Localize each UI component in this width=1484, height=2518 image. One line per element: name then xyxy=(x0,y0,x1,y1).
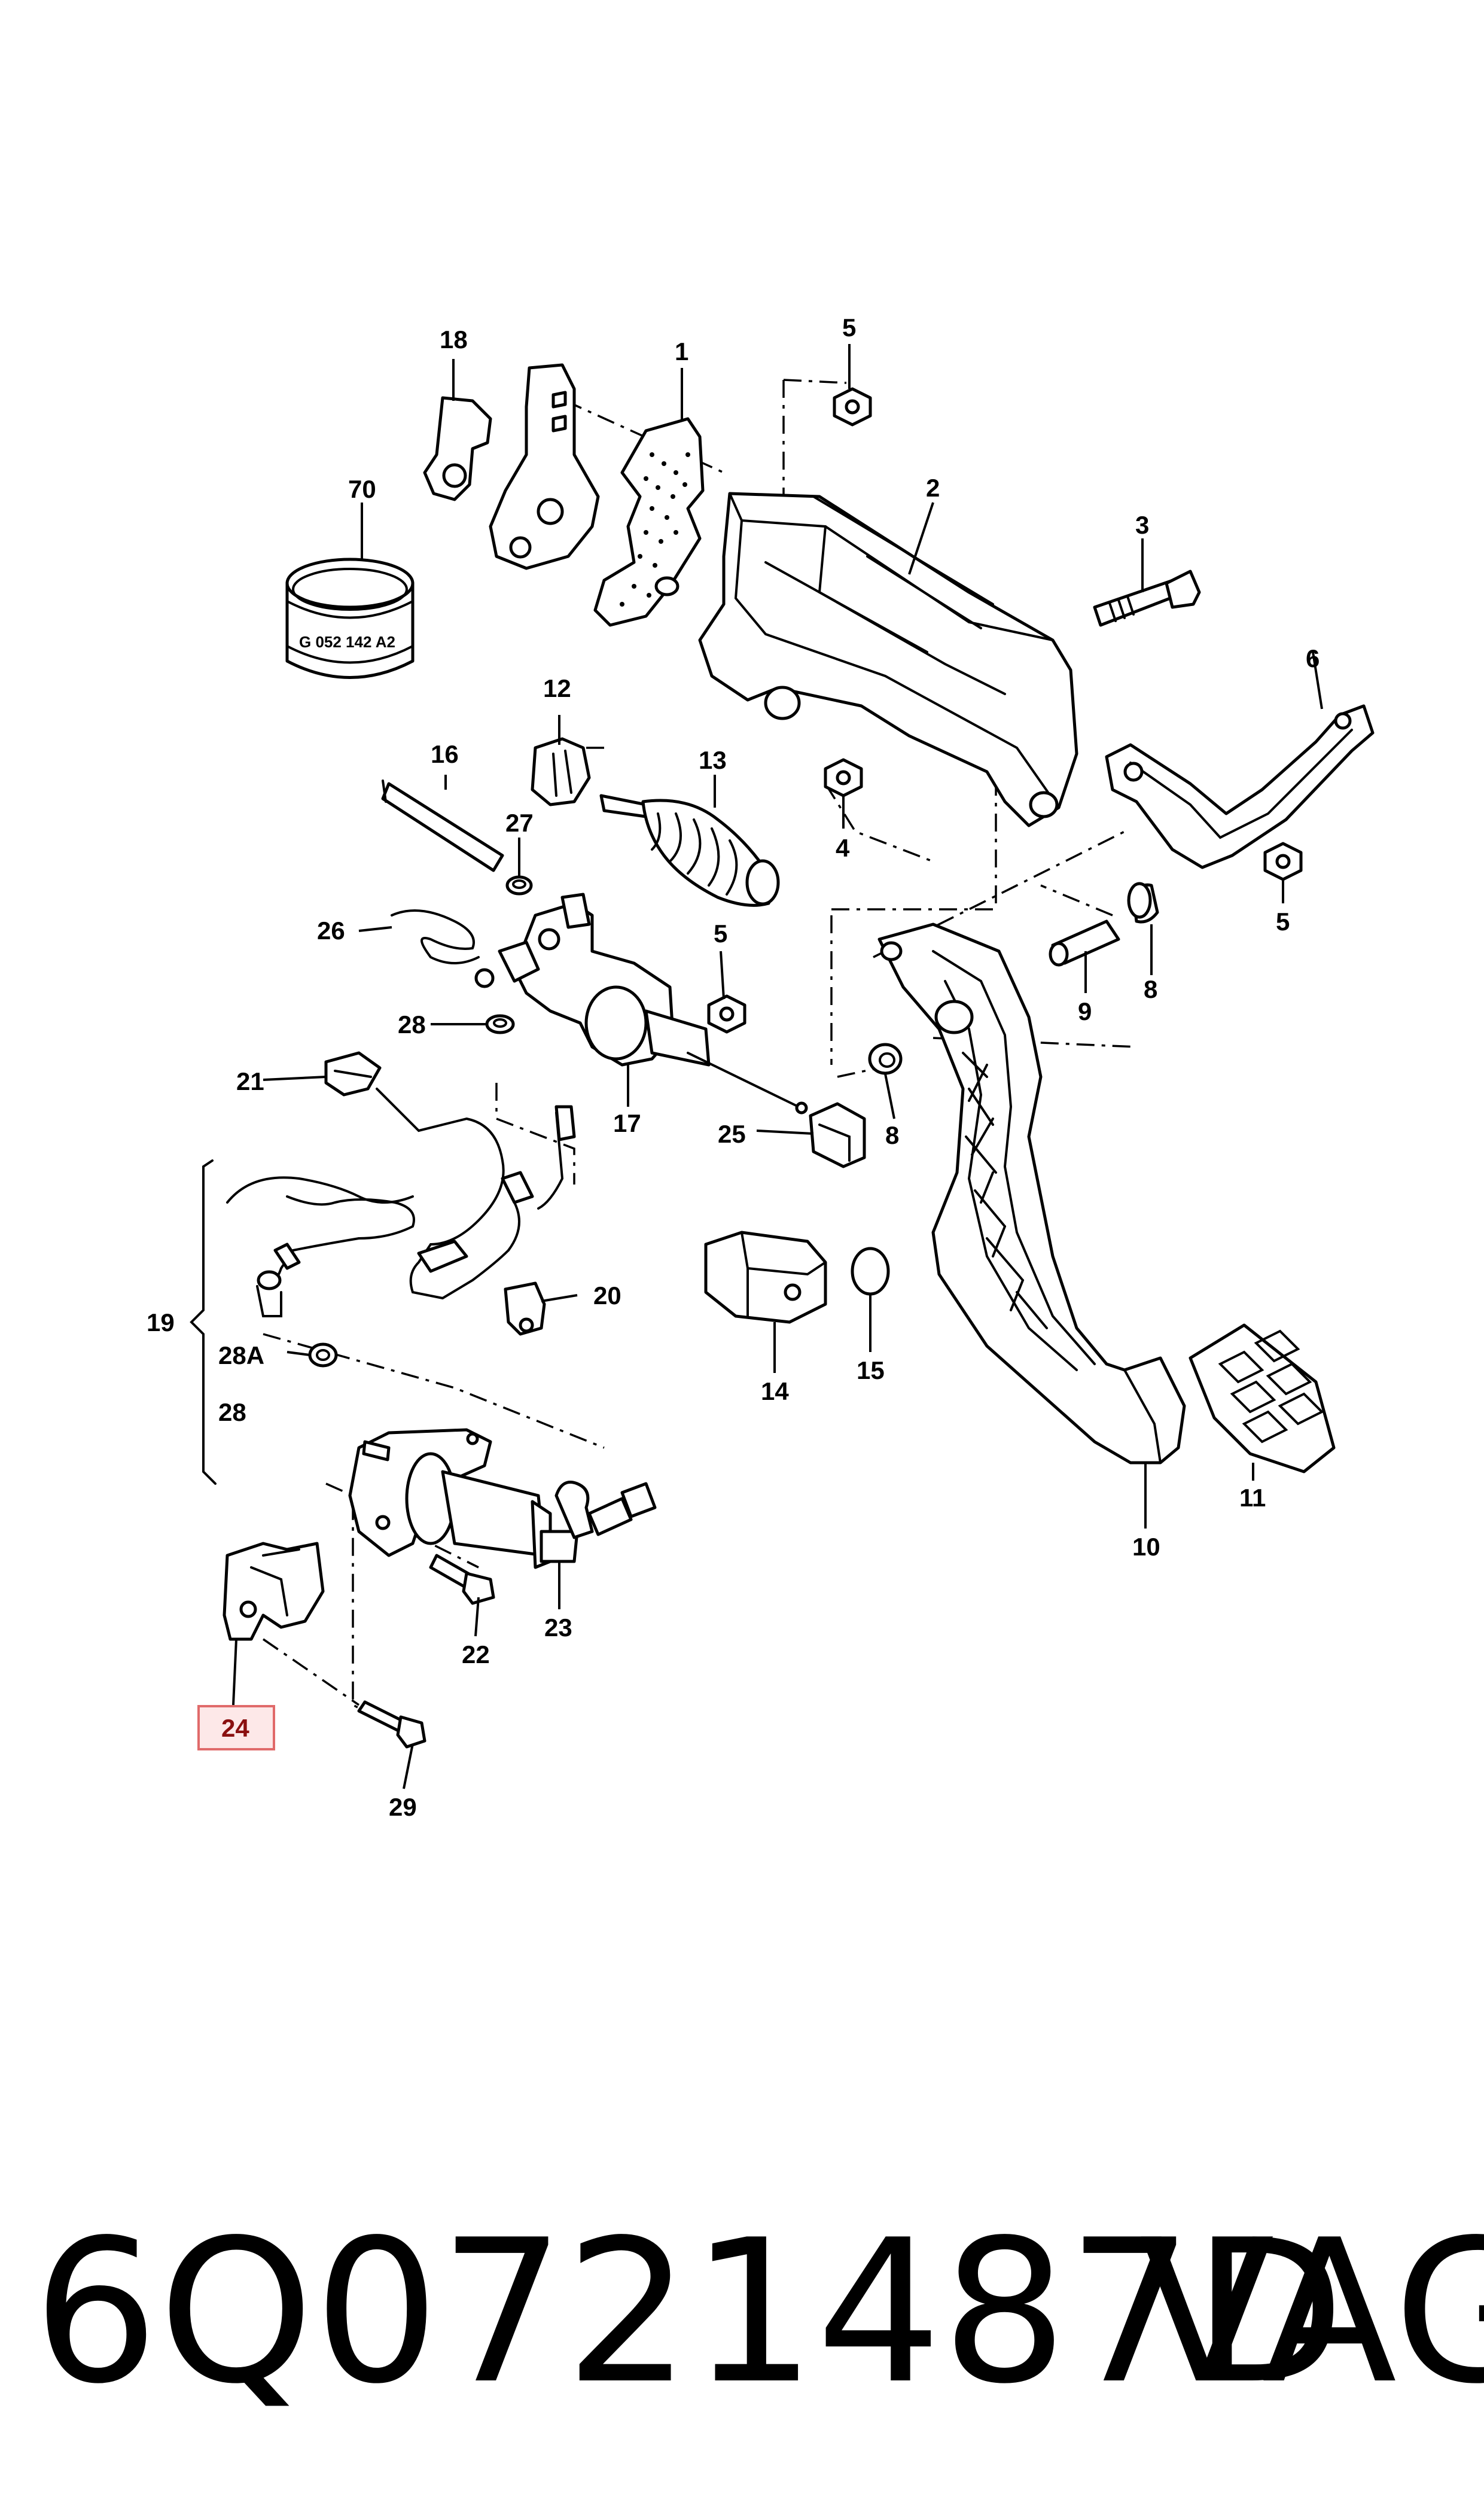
callout-20: 20 xyxy=(593,1281,621,1310)
callout-23: 23 xyxy=(544,1613,572,1642)
nut-5-right xyxy=(1263,842,1303,881)
pedal-pad xyxy=(1189,1323,1336,1473)
pedal-bracket xyxy=(698,492,1078,827)
callout-10: 10 xyxy=(1132,1533,1160,1561)
clip-12 xyxy=(531,737,591,806)
sleeve-part: G 052 142 A2 xyxy=(285,558,415,679)
bracket-19 xyxy=(190,1159,217,1485)
support-bracket xyxy=(1105,704,1375,869)
callouts: 18 1 5 2 3 6 70 12 16 13 27 4 26 5 5 8 9… xyxy=(147,313,1320,1821)
clip-25 xyxy=(809,1102,866,1168)
nut-top xyxy=(833,387,872,427)
part-number: 6Q0721487D xyxy=(33,2197,1345,2427)
callout-17: 17 xyxy=(613,1109,641,1137)
ring-28 xyxy=(485,1014,515,1034)
brand-name: VAG xyxy=(1139,2197,1484,2427)
callout-26: 26 xyxy=(317,917,345,945)
callout-8-left: 8 xyxy=(885,1121,899,1149)
bolt-3 xyxy=(1093,570,1201,627)
master-cylinder xyxy=(474,893,808,1115)
callout-16: 16 xyxy=(431,740,459,768)
callout-9: 9 xyxy=(1078,997,1092,1025)
callout-15: 15 xyxy=(857,1356,885,1384)
callout-11: 11 xyxy=(1239,1484,1266,1512)
spring-clip-26 xyxy=(391,909,480,964)
bushing-8-left xyxy=(868,1043,903,1075)
callout-21: 21 xyxy=(236,1067,264,1095)
callout-28A: 28A xyxy=(218,1341,264,1369)
nut-5-mid xyxy=(707,994,746,1034)
callout-29: 29 xyxy=(389,1793,417,1821)
callout-22: 22 xyxy=(462,1640,490,1668)
callout-5-top: 5 xyxy=(842,313,856,342)
clutch-pedal xyxy=(877,922,1186,1464)
highlight-box-24 xyxy=(197,1705,275,1750)
ring-27 xyxy=(505,875,533,896)
callout-28-bottom: 28 xyxy=(218,1398,246,1426)
clip-20 xyxy=(504,1281,546,1336)
callout-3: 3 xyxy=(1135,511,1149,539)
callout-12: 12 xyxy=(543,674,571,702)
callout-4: 4 xyxy=(836,834,850,862)
bracket-24 xyxy=(223,1542,325,1641)
nut-4 xyxy=(824,758,863,797)
callout-25: 25 xyxy=(718,1120,746,1148)
connector-21 xyxy=(324,1051,382,1097)
callout-1: 1 xyxy=(675,337,688,366)
ring-28A xyxy=(308,1342,338,1368)
boot-13 xyxy=(599,794,780,907)
callout-5-mid: 5 xyxy=(714,919,727,948)
callout-70: 70 xyxy=(348,475,376,503)
callout-5-right: 5 xyxy=(1276,908,1290,936)
callout-13: 13 xyxy=(699,746,727,774)
callout-6: 6 xyxy=(1306,644,1320,672)
callout-24: 24 xyxy=(221,1714,249,1742)
bolt-22 xyxy=(429,1554,495,1605)
shield-plate xyxy=(593,417,705,627)
clip-part xyxy=(423,396,492,501)
hose-line-19 xyxy=(226,1088,576,1317)
sleeve-9 xyxy=(1049,919,1120,967)
leader-lines xyxy=(232,344,1323,1789)
callout-8-right: 8 xyxy=(1144,975,1157,1003)
sleeve-marking: G 052 142 A2 xyxy=(299,633,395,651)
callout-27: 27 xyxy=(505,809,534,837)
bushing-8-right xyxy=(1127,882,1159,924)
callout-18: 18 xyxy=(440,325,468,354)
callout-28-top: 28 xyxy=(398,1010,426,1039)
bolt-29 xyxy=(357,1700,426,1749)
callout-14: 14 xyxy=(761,1377,789,1405)
hose-16 xyxy=(381,780,504,872)
cap-15 xyxy=(851,1247,890,1296)
gasket-plate xyxy=(489,363,600,570)
callout-19: 19 xyxy=(147,1308,175,1336)
block-14 xyxy=(704,1231,827,1324)
callout-2: 2 xyxy=(926,474,940,502)
slave-cylinder xyxy=(348,1428,657,1569)
